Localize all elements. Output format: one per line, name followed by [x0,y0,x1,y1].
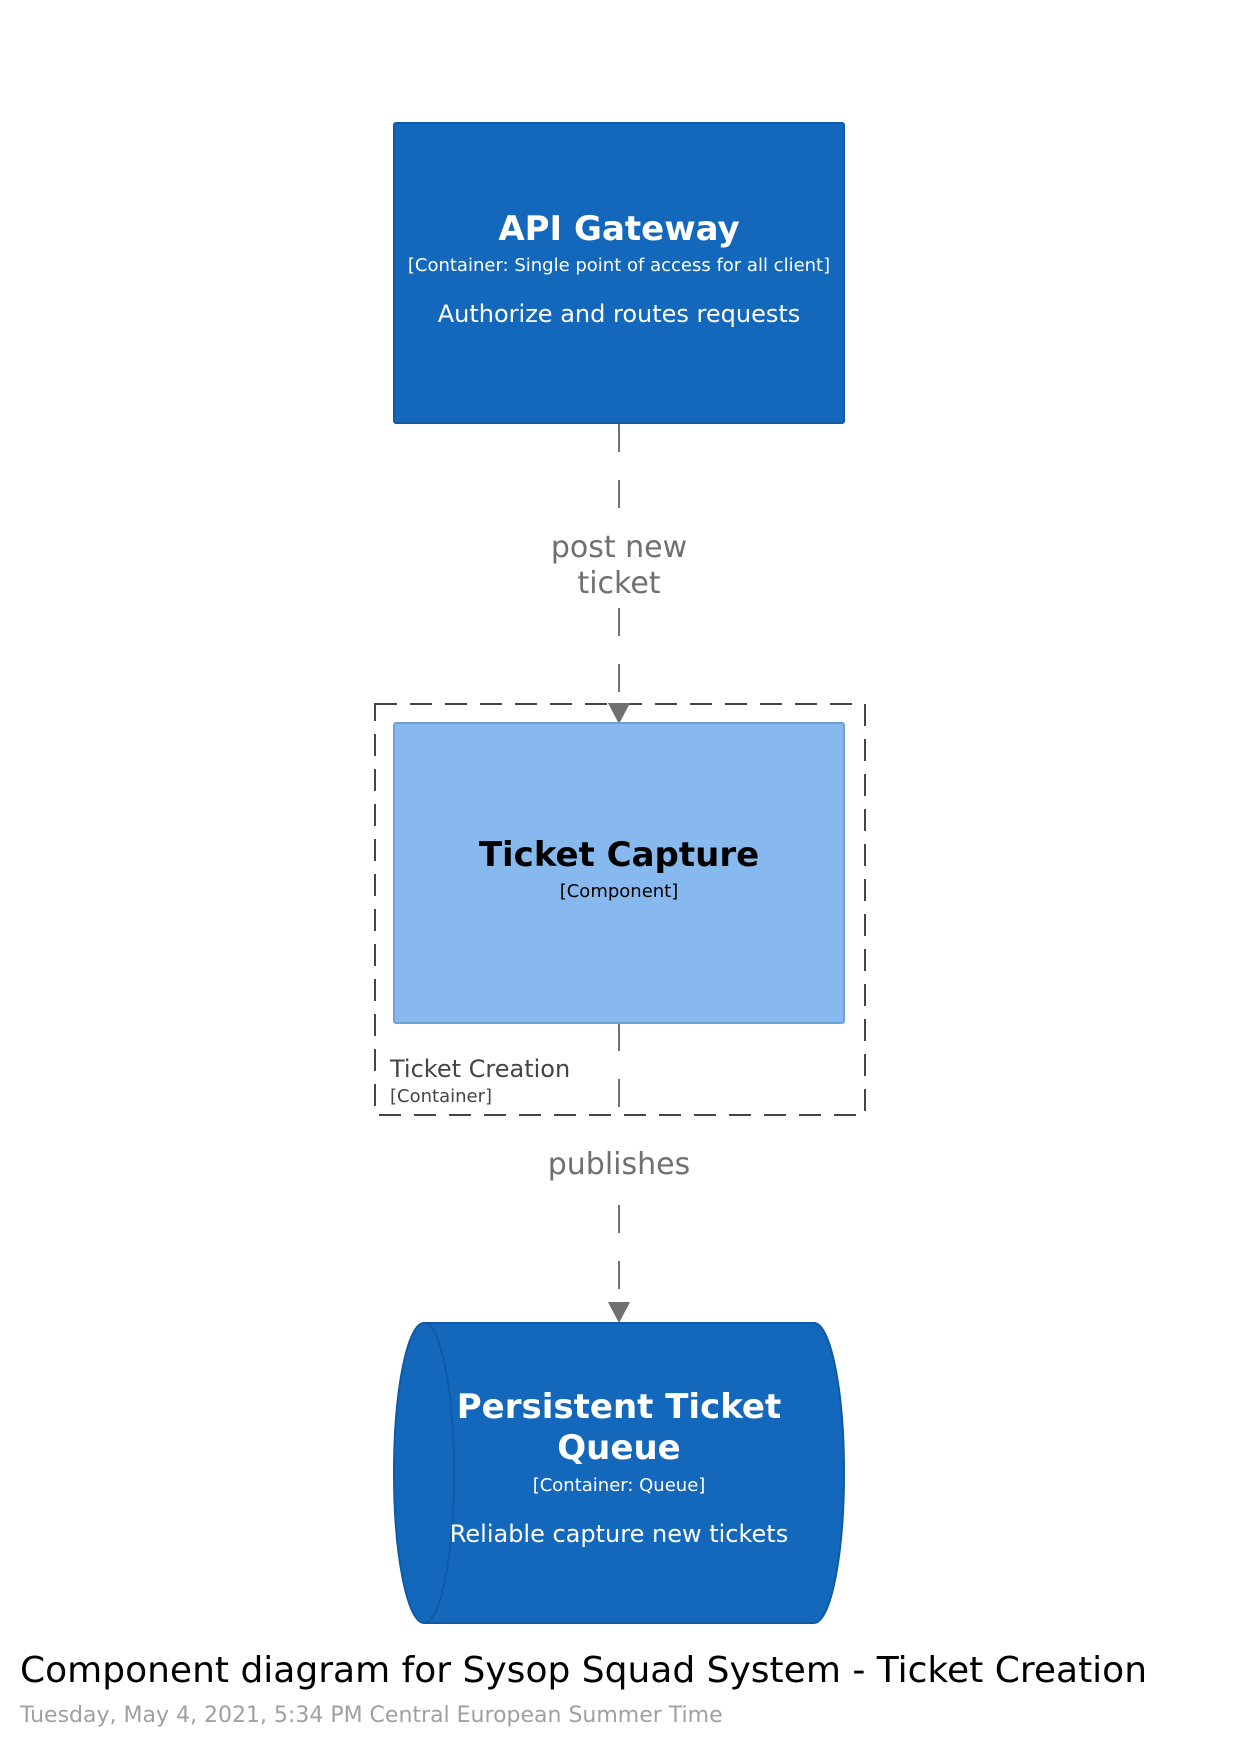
api-gateway-name: API Gateway [498,209,739,249]
diagram-title: Component diagram for Sysop Squad System… [20,1650,1148,1691]
ticket-queue-node[interactable]: Persistent Ticket Queue [Container: Queu… [393,1322,845,1624]
ticket-capture-box [393,722,845,1024]
queue-type: [Container: Queue] [533,1475,706,1496]
boundary-type: [Container] [390,1086,492,1107]
queue-description: Reliable capture new tickets [450,1520,788,1548]
api-gateway-box [393,122,845,424]
arrowhead [608,1302,630,1323]
ticket-capture-node[interactable]: Ticket Capture [Component] [393,722,845,1024]
ticket-capture-type: [Component] [560,881,679,902]
api-gateway-description: Authorize and routes requests [438,300,801,328]
relationship-label-line1: post new [551,530,687,565]
relationship-publishes: publishes [548,1023,691,1323]
diagram-date: Tuesday, May 4, 2021, 5:34 PM Central Eu… [20,1703,723,1728]
relationship-label: publishes [548,1147,691,1182]
queue-cylinder-edge [423,1322,455,1624]
relationship-label-line2: ticket [577,566,660,601]
ticket-capture-name: Ticket Capture [479,835,759,875]
arrowhead [608,703,630,724]
queue-cylinder-body [393,1322,845,1624]
boundary-name: Ticket Creation [389,1055,570,1083]
queue-name-line2: Queue [557,1428,680,1468]
relationship-post-new-ticket: post new ticket [551,424,687,724]
api-gateway-type: [Container: Single point of access for a… [408,255,830,276]
queue-name-line1: Persistent Ticket [457,1387,782,1427]
api-gateway-node[interactable]: API Gateway [Container: Single point of … [393,122,845,424]
